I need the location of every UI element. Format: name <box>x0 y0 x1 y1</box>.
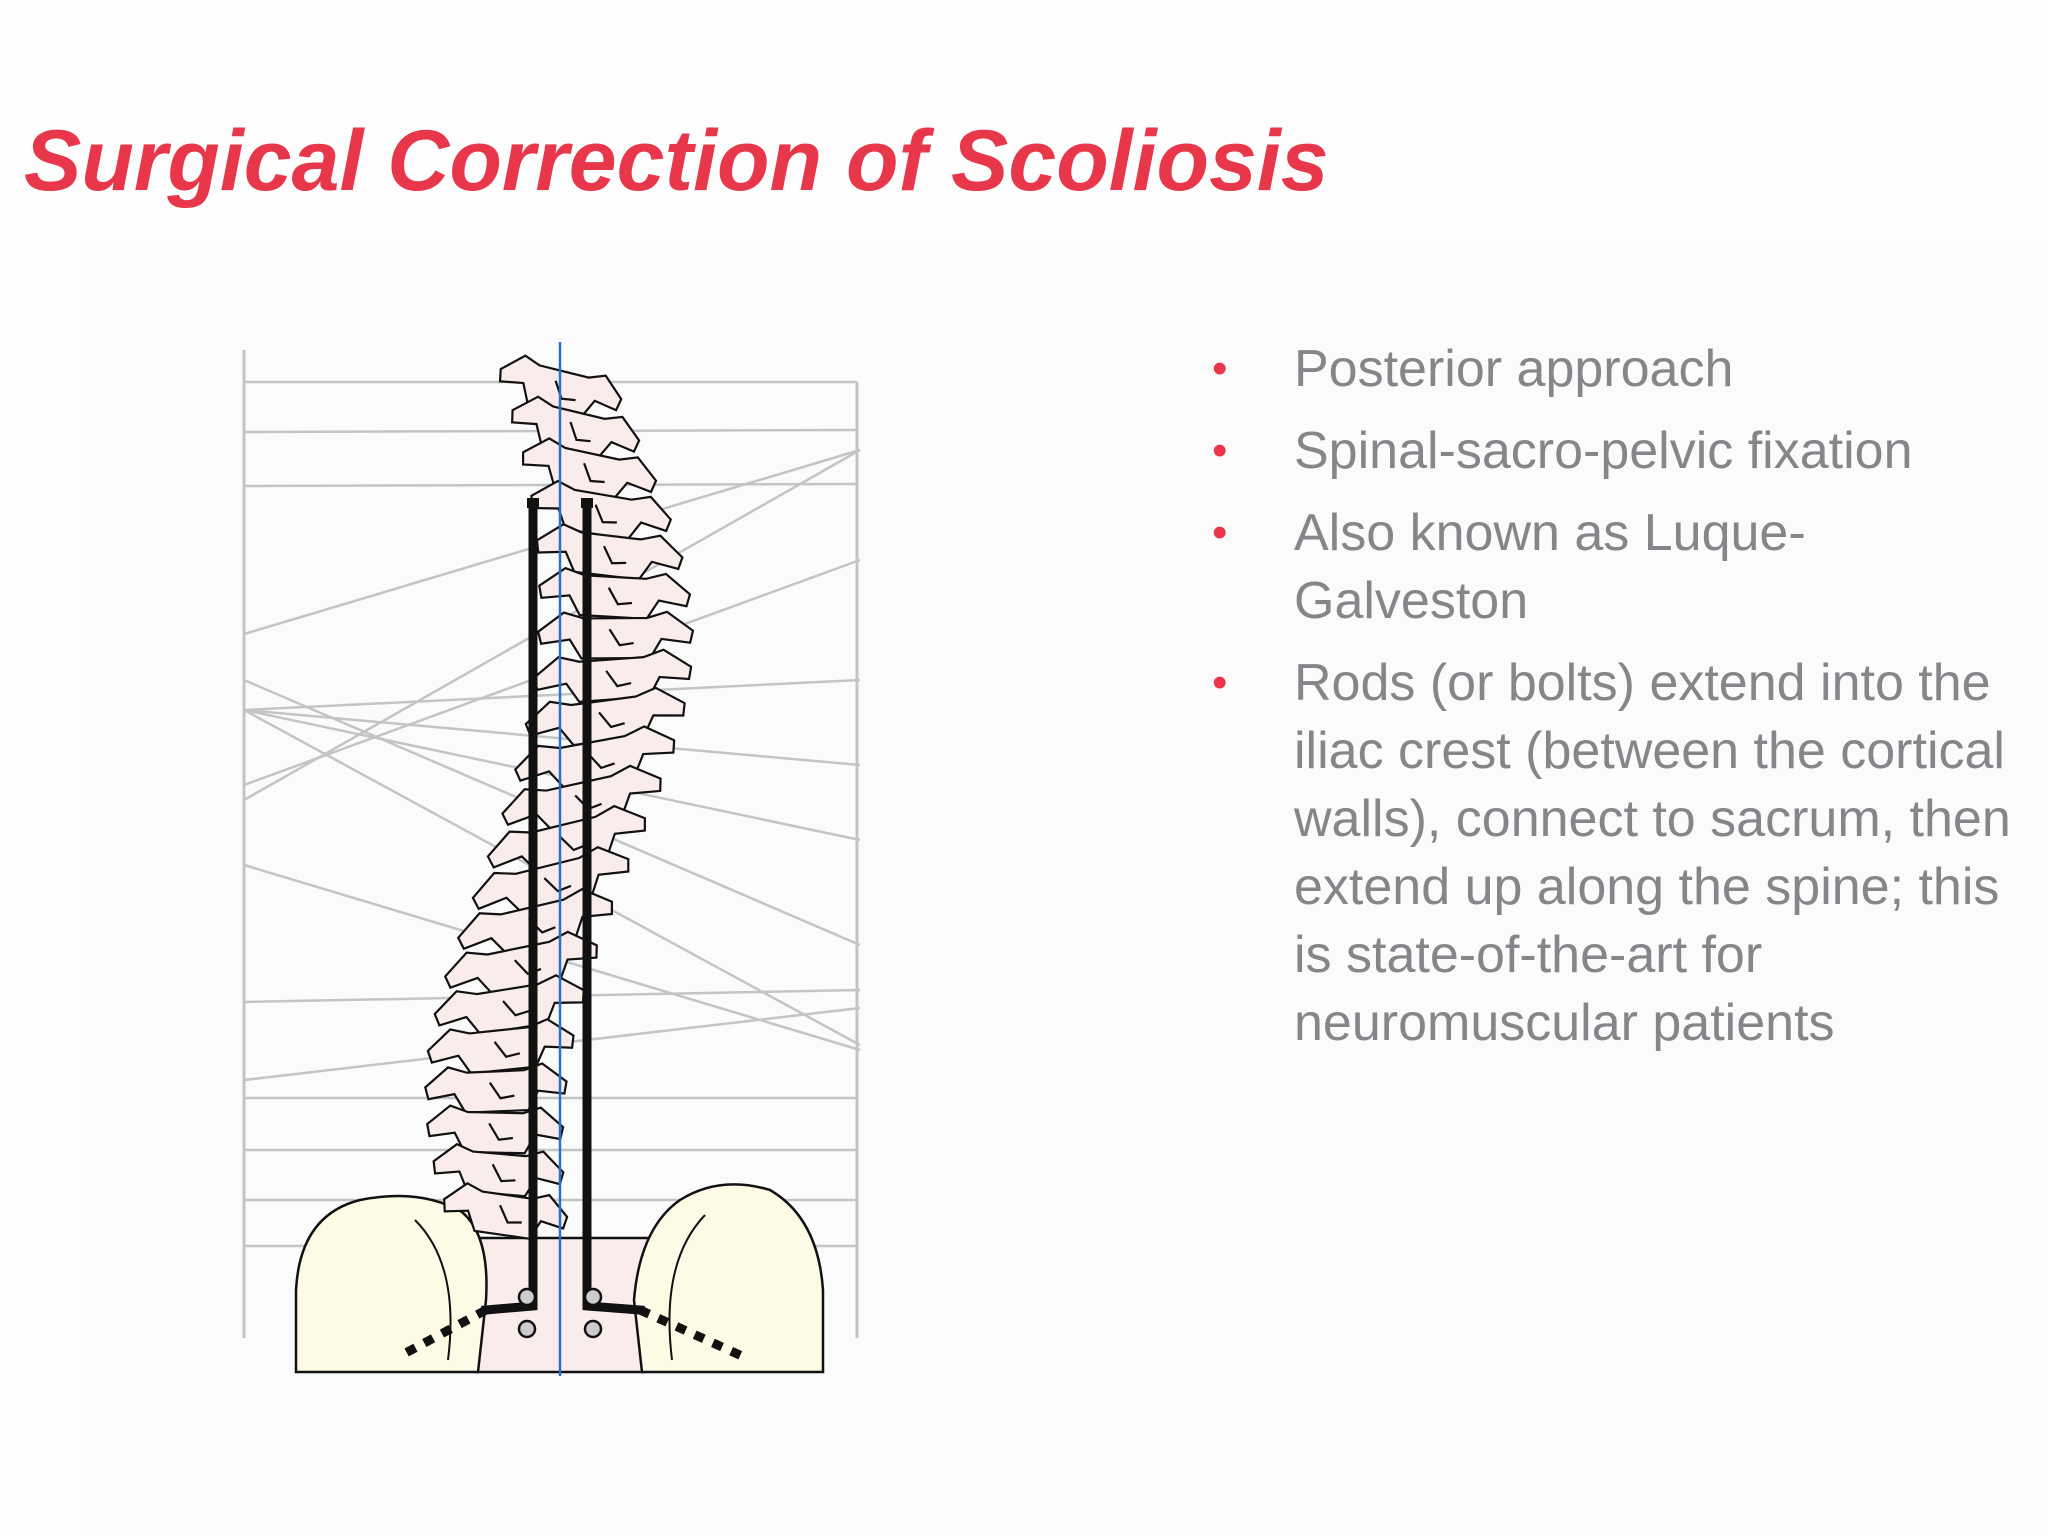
spinous-process <box>559 836 588 852</box>
iliac-extensions <box>397 1305 744 1361</box>
right-iliac-wing <box>632 1183 825 1374</box>
spinous-process <box>543 877 572 893</box>
spinous-process <box>554 380 576 402</box>
fixation-rods <box>481 498 645 1315</box>
spinous-process <box>502 1000 530 1017</box>
spinous-process <box>583 462 605 484</box>
bullet-text: Posterior approach <box>1294 340 1734 398</box>
rod-caps <box>527 498 593 508</box>
bullet-item: • Posterior approach <box>1210 335 2030 403</box>
vertebra <box>536 610 695 660</box>
sacral-screws <box>517 1287 603 1339</box>
spinous-process <box>493 1041 521 1058</box>
bullet-marker: • <box>1212 658 1228 707</box>
spinous-process <box>594 504 617 524</box>
bullet-item: • Rods (or bolts) extend into the iliac … <box>1210 649 2030 1057</box>
bullet-text: Rods (or bolts) extend into the iliac cr… <box>1294 654 2011 1052</box>
spinous-process <box>598 711 625 729</box>
vertebra <box>426 1104 565 1155</box>
spinous-process <box>488 1082 515 1100</box>
spinous-process <box>498 1204 522 1224</box>
spinous-process <box>608 628 634 647</box>
left-rod <box>481 498 538 1315</box>
bullet-item: • Also known as Luque-Galveston <box>1210 499 2030 635</box>
spinous-process <box>587 753 615 770</box>
spinous-process <box>602 545 627 565</box>
bullet-marker: • <box>1212 344 1228 393</box>
right-rod <box>582 498 645 1315</box>
bullet-item: • Spinal-sacro-pelvic fixation <box>1210 417 2030 485</box>
spinous-process <box>491 1163 516 1183</box>
slide-title: Surgical Correction of Scoliosis <box>24 113 1329 209</box>
spinous-process <box>605 670 632 688</box>
spinous-process <box>569 421 591 443</box>
spinous-process <box>488 1122 514 1141</box>
bullet-marker: • <box>1212 508 1228 557</box>
bullet-text: Spinal-sacro-pelvic fixation <box>1294 422 1913 480</box>
bullet-text: Also known as Luque-Galveston <box>1294 504 1806 630</box>
spine-fixation-illustration <box>242 342 861 1376</box>
left-iliac-wing <box>294 1194 488 1374</box>
bullet-list: • Posterior approach • Spinal-sacro-pelv… <box>1210 335 2030 1071</box>
label-frame <box>242 350 859 1338</box>
bullet-marker: • <box>1212 426 1228 475</box>
spinous-process <box>607 587 632 606</box>
